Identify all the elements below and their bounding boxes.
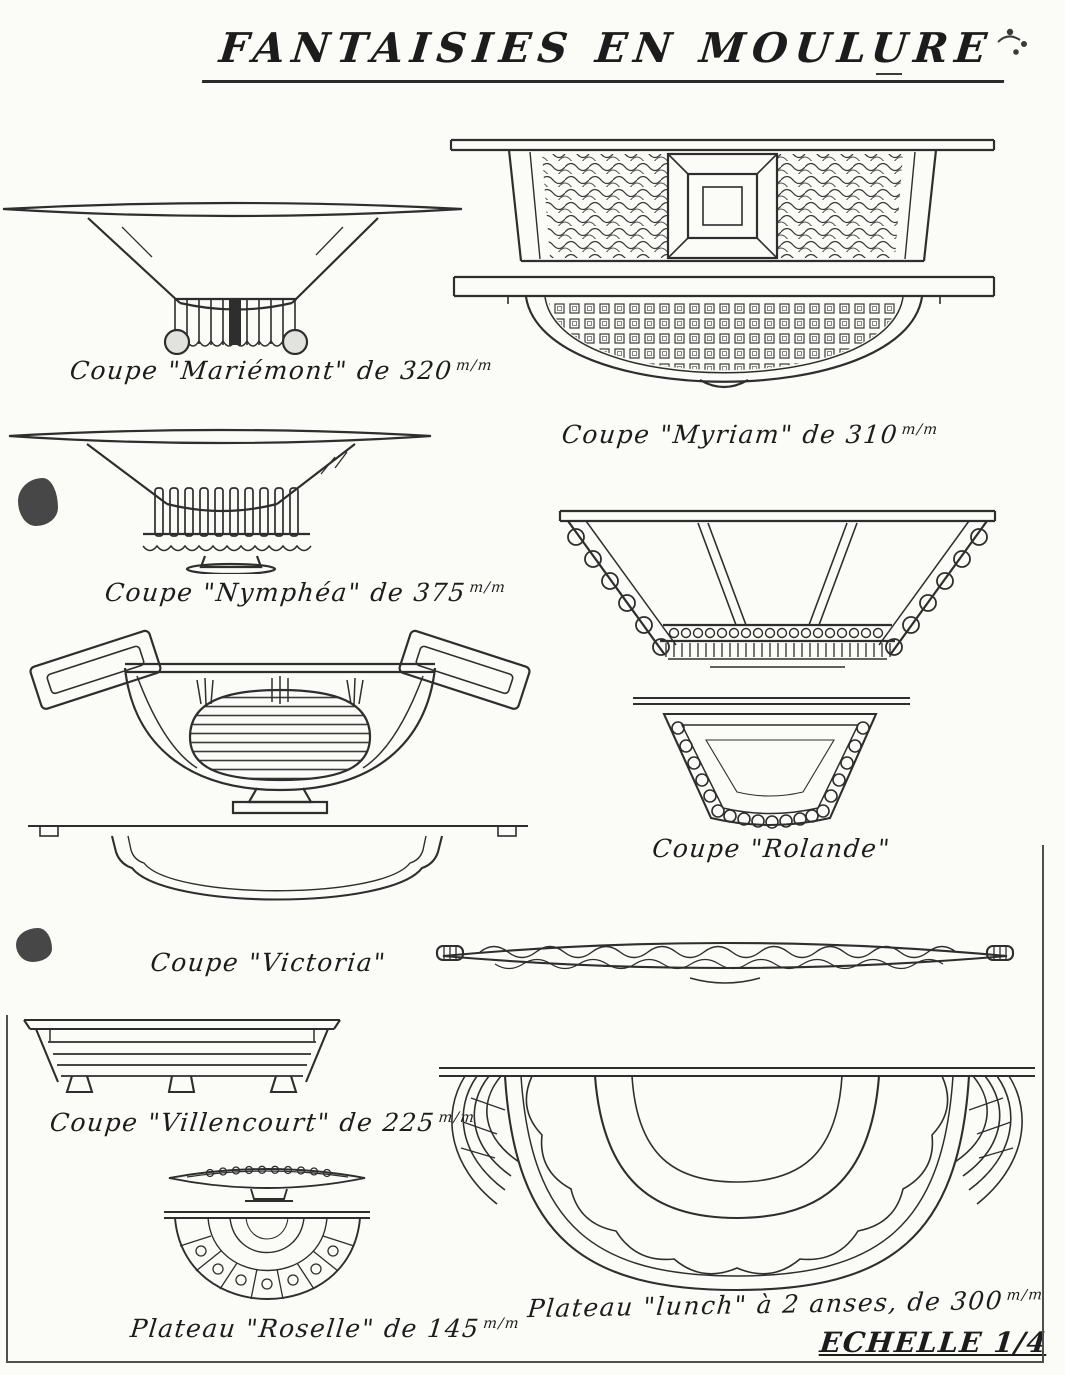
page-frame-bottom <box>6 1361 1044 1363</box>
myriam-caption: Coupe "Myriam" de 310m/m <box>558 420 941 449</box>
victoria-caption: Coupe "Victoria" <box>148 948 391 977</box>
caption-text: Coupe "Mariémont" de 320 <box>68 356 455 385</box>
mariemont-caption: Coupe "Mariémont" de 320m/m <box>68 356 493 385</box>
nymphea-caption: Coupe "Nymphéa" de 375m/m <box>103 578 507 607</box>
scale-note: ECHELLE 1/4 <box>818 1326 1050 1359</box>
caption-unit <box>389 950 391 966</box>
roselle-side-drawing <box>168 1165 366 1202</box>
nymphea-drawing <box>8 428 432 574</box>
caption-unit: m/m <box>900 422 940 438</box>
ink-blob-1 <box>18 478 58 526</box>
ink-blob-2 <box>16 928 52 962</box>
page-frame-right <box>1042 845 1044 1363</box>
caption-text: Plateau "Roselle" de 145 <box>128 1314 482 1343</box>
caption-text: Coupe "Villencourt" de 225 <box>48 1108 437 1137</box>
rolande-drawing <box>558 509 997 668</box>
villencourt-drawing <box>23 1018 341 1094</box>
caption-text: Coupe "Victoria" <box>149 948 388 977</box>
myriam-side-drawing <box>449 138 996 263</box>
ink-marks-icon <box>876 28 1027 75</box>
roselle-caption: Plateau "Roselle" de 145m/m <box>128 1314 521 1343</box>
myriam-underside-drawing <box>452 275 996 389</box>
villencourt-caption: Coupe "Villencourt" de 225m/m <box>48 1108 476 1137</box>
caption-text: Coupe "Nymphéa" de 375 <box>103 578 468 607</box>
rolande-underside-drawing <box>633 696 910 829</box>
caption-unit: m/m <box>1005 1287 1045 1304</box>
lunch-underside-drawing <box>439 1066 1035 1292</box>
mariemont-drawing <box>2 201 463 355</box>
caption-text: Coupe "Myriam" de 310 <box>560 420 900 449</box>
victoria-underside-drawing <box>28 824 528 901</box>
lunch-side-drawing <box>435 941 1015 984</box>
caption-unit: m/m <box>482 1316 521 1332</box>
caption-unit: m/m <box>468 580 508 596</box>
roselle-underside-drawing <box>164 1211 370 1300</box>
caption-text: Coupe "Rolande" <box>650 834 893 863</box>
page-frame-left <box>6 1015 8 1363</box>
victoria-drawing <box>29 629 531 815</box>
rolande-caption: Coupe "Rolande" <box>646 834 899 863</box>
caption-unit <box>893 836 895 852</box>
